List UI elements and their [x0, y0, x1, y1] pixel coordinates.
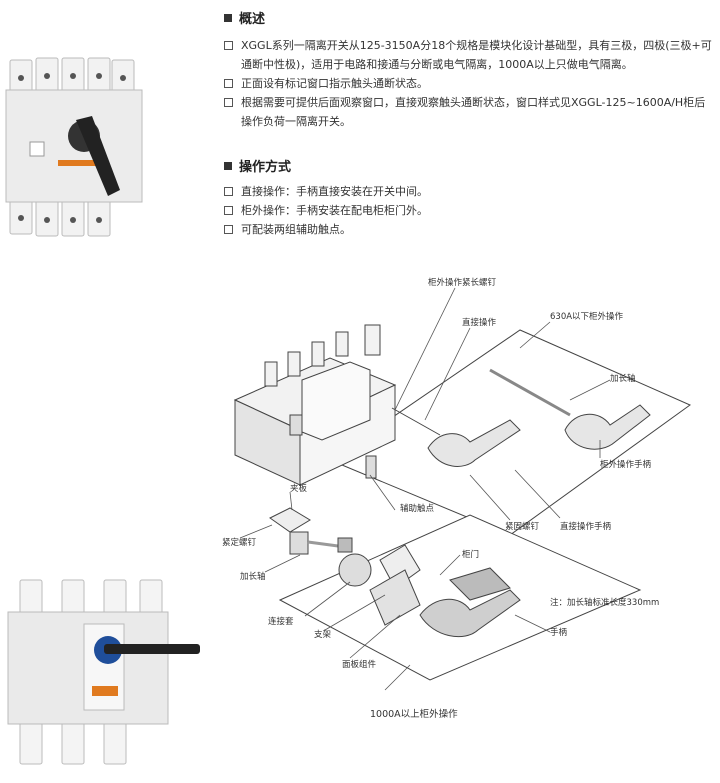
product-photo-bottom: [0, 578, 210, 768]
list-item: 直接操作：手柄直接安装在开关中间。: [224, 182, 714, 201]
operation-title: 操作方式: [224, 156, 291, 175]
label-direct-handle: 直接操作手柄: [560, 522, 612, 532]
checkbox-square-icon: [224, 225, 233, 234]
checkbox-square-icon: [224, 187, 233, 196]
label-below-630: 630A以下柜外操作: [550, 312, 624, 322]
label-cabinet-door: 柜门: [462, 550, 480, 560]
section-bullet-icon: [224, 161, 232, 170]
list-item: 可配装两组辅助触点。: [224, 220, 714, 239]
overview-item-text: XGGL系列一隔离开关从125-3150A分18个规格是模块化设计基础型，具有三…: [241, 39, 712, 71]
label-coupling: 连接套: [268, 617, 294, 627]
section-bullet-icon: [224, 13, 232, 22]
operation-list: 直接操作：手柄直接安装在开关中间。 柜外操作：手柄安装在配电柜柜门外。 可配装两…: [224, 182, 714, 239]
label-clamp-plate: 夹板: [290, 484, 308, 494]
product-photo-top: [0, 50, 148, 240]
list-item: XGGL系列一隔离开关从125-3150A分18个规格是模块化设计基础型，具有三…: [224, 36, 714, 74]
label-outside-handle: 柜外操作手柄: [600, 460, 652, 470]
label-direct-op: 直接操作: [462, 318, 497, 328]
operation-item-text: 直接操作：手柄直接安装在开关中间。: [241, 185, 428, 198]
checkbox-square-icon: [224, 206, 233, 215]
overview-title: 概述: [224, 8, 265, 27]
overview-list: XGGL系列一隔离开关从125-3150A分18个规格是模块化设计基础型，具有三…: [224, 36, 714, 131]
label-panel-assembly: 面板组件: [342, 660, 377, 670]
label-extension-shaft-top: 加长轴: [610, 374, 636, 384]
checkbox-square-icon: [224, 79, 233, 88]
checkbox-square-icon: [224, 98, 233, 107]
label-bracket: 支架: [314, 630, 332, 640]
assembly-diagram: 柜外操作紧长螺钉 直接操作 630A以下柜外操作 加长轴 柜外操作手柄 辅助触点…: [220, 270, 720, 779]
label-above-1000: 1000A以上柜外操作: [370, 709, 458, 720]
operation-item-text: 可配装两组辅助触点。: [241, 223, 351, 236]
label-aux-contact: 辅助触点: [400, 504, 435, 514]
checkbox-square-icon: [224, 41, 233, 50]
overview-item-text: 正面设有标记窗口指示触头通断状态。: [241, 77, 428, 90]
label-tight-screw-mid: 紧固螺钉: [505, 522, 540, 532]
label-note: 注：加长轴标准长度330mm: [550, 598, 660, 608]
operation-item-text: 柜外操作：手柄安装在配电柜柜门外。: [241, 204, 428, 217]
overview-item-text: 根据需要可提供后面观察窗口，直接观察触头通断状态，窗口样式见XGGL-125~1…: [241, 96, 706, 128]
list-item: 正面设有标记窗口指示触头通断状态。: [224, 74, 714, 93]
label-handle: 手柄: [550, 628, 568, 638]
label-tight-screw-left: 紧定螺钉: [222, 538, 257, 548]
overview-title-text: 概述: [239, 12, 266, 27]
list-item: 根据需要可提供后面观察窗口，直接观察触头通断状态，窗口样式见XGGL-125~1…: [224, 93, 714, 131]
label-cabinet-screw: 柜外操作紧长螺钉: [428, 278, 497, 288]
operation-title-text: 操作方式: [239, 160, 292, 175]
label-extension-shaft-left: 加长轴: [240, 572, 266, 582]
list-item: 柜外操作：手柄安装在配电柜柜门外。: [224, 201, 714, 220]
